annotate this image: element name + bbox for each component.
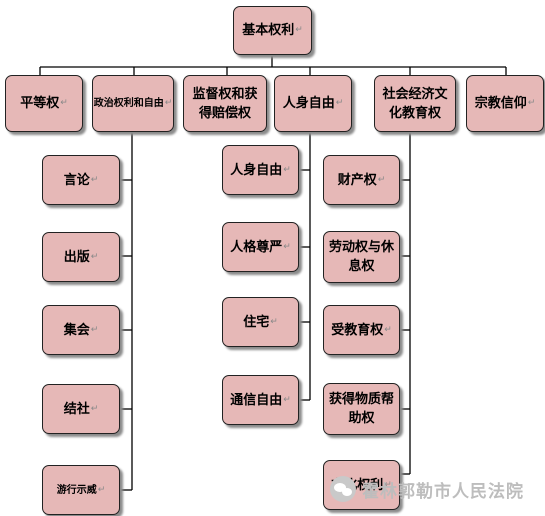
node-label: 人身自由 bbox=[282, 96, 335, 111]
node-label: 劳动权与休息权 bbox=[328, 240, 394, 274]
node-label: 财产权 bbox=[337, 172, 377, 188]
node-label: 宗教信仰 bbox=[474, 96, 527, 111]
node-label: 人格尊严 bbox=[230, 239, 283, 255]
node-equality-right: 平等权↵ bbox=[5, 75, 83, 132]
node-label: 出版 bbox=[63, 249, 90, 265]
node-supervision-compensation-right: 监督权和获得赔偿权 bbox=[183, 75, 267, 132]
watermark: 霍林郭勒市人民法院 bbox=[330, 476, 542, 502]
node-personal-freedom: 人身自由↵ bbox=[274, 75, 352, 132]
node-label: 政治权利和自由 bbox=[93, 98, 164, 109]
node-property-right: 财产权↵ bbox=[323, 155, 400, 205]
node-material-assistance-right: 获得物质帮助权 bbox=[323, 383, 400, 435]
node-speech: 言论↵ bbox=[42, 155, 120, 205]
node-label: 获得物质帮助权 bbox=[328, 392, 394, 426]
root-node-basic-rights: 基本权利↵ bbox=[233, 6, 312, 55]
node-label: 平等权 bbox=[20, 96, 60, 111]
node-personal-dignity: 人格尊严↵ bbox=[222, 222, 299, 272]
node-religious-belief: 宗教信仰↵ bbox=[466, 75, 544, 132]
node-label: 通信自由 bbox=[230, 392, 283, 408]
node-political-rights: 政治权利和自由↵ bbox=[92, 75, 174, 132]
node-label: 监督权和获得赔偿权 bbox=[192, 86, 258, 121]
watermark-text: 霍林郭勒市人民法院 bbox=[362, 481, 524, 502]
node-label: 言论 bbox=[63, 172, 90, 188]
node-press: 出版↵ bbox=[42, 232, 120, 282]
node-label: 住宅 bbox=[243, 314, 270, 330]
node-education-right: 受教育权↵ bbox=[323, 305, 400, 355]
root-label: 基本权利 bbox=[242, 23, 295, 38]
node-label: 游行示威 bbox=[56, 484, 97, 496]
node-personal-liberty: 人身自由↵ bbox=[222, 145, 299, 195]
node-assembly: 集会↵ bbox=[42, 305, 120, 355]
node-association: 结社↵ bbox=[42, 384, 120, 434]
node-socio-economic-rights: 社会经济文化教育权 bbox=[374, 75, 456, 132]
node-label: 社会经济文化教育权 bbox=[382, 86, 448, 121]
node-residence: 住宅↵ bbox=[222, 297, 299, 347]
node-label: 结社 bbox=[63, 401, 90, 417]
node-label: 集会 bbox=[63, 322, 90, 338]
node-label: 人身自由 bbox=[230, 162, 283, 178]
node-correspondence-freedom: 通信自由↵ bbox=[222, 375, 299, 425]
node-demonstration: 游行示威↵ bbox=[42, 465, 120, 515]
node-labor-rest-right: 劳动权与休息权 bbox=[323, 231, 400, 283]
node-label: 受教育权 bbox=[331, 322, 384, 338]
wechat-logo-icon bbox=[330, 476, 356, 502]
